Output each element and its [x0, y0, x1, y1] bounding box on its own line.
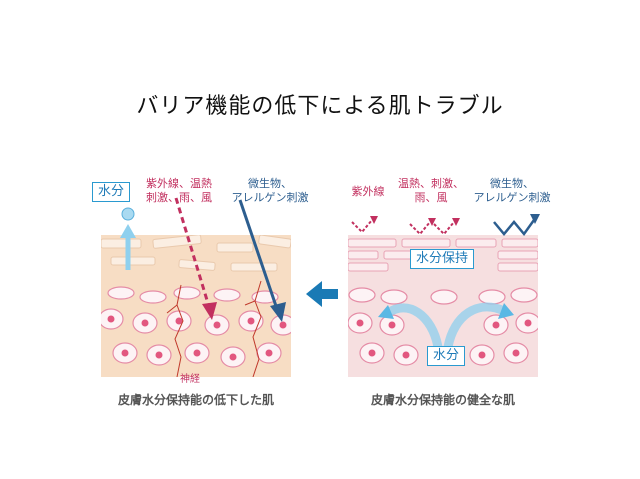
- right-caption: 皮膚水分保持能の健全な肌: [370, 393, 515, 407]
- right-retention-label: 水分保持: [410, 249, 475, 269]
- left-uv-label: 紫外線、温熱 刺激、雨、風: [146, 177, 212, 204]
- nerve-label: 神経: [180, 374, 200, 385]
- water-drop-icon: [121, 207, 135, 221]
- left-moisture-label: 水分: [92, 182, 131, 202]
- right-moisture-label: 水分: [427, 346, 466, 366]
- allergen-arrow: [238, 199, 280, 313]
- healthy-skin-illustration: [348, 238, 538, 366]
- uv-arrow: [174, 197, 212, 311]
- right-uv-label: 紫外線: [351, 185, 385, 198]
- left-allergen-label: 微生物、 アレルゲン刺激: [231, 177, 309, 204]
- page-title: バリア機能の低下による肌トラブル: [136, 94, 504, 119]
- comparison-arrow-icon: [306, 281, 338, 307]
- right-heat-label: 温熱、刺激、 雨、風: [398, 177, 464, 204]
- left-caption: 皮膚水分保持能の低下した肌: [117, 393, 274, 407]
- right-allergen-label: 微生物、 アレルゲン刺激: [473, 177, 551, 204]
